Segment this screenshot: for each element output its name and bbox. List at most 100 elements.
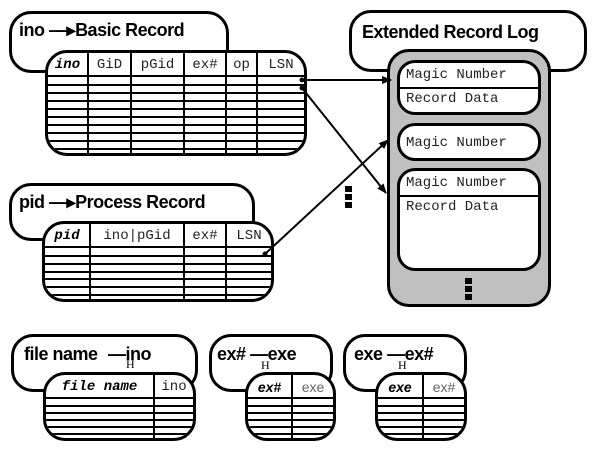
column-header: ino — [161, 379, 187, 395]
table-header: pid ino|pGid ex# LSN — [45, 224, 271, 248]
column-header: ex# — [248, 375, 293, 399]
column-divider — [291, 399, 293, 438]
basic-record-title: ino —▸Basic Record — [19, 20, 185, 41]
table-header: ino GiD pGid ex# op LSN — [48, 53, 304, 77]
map-arrow-icon: —▸ — [49, 20, 76, 40]
exnum-map-key: ex# — [217, 344, 246, 364]
process-record-key: pid — [19, 192, 45, 212]
row-divider — [46, 405, 193, 408]
row-divider — [378, 433, 464, 436]
basic-record-key: ino — [19, 20, 45, 40]
table-rows — [45, 246, 271, 299]
table-rows — [48, 75, 304, 153]
column-header: ino|pGid — [91, 224, 185, 248]
magic-number: Magic Number — [406, 135, 507, 151]
column-divider — [225, 248, 227, 299]
row-divider — [248, 397, 333, 399]
row-divider — [378, 412, 464, 415]
row-divider — [48, 148, 304, 150]
table-rows — [248, 397, 333, 438]
hash-label: H — [261, 358, 270, 372]
row-divider — [378, 397, 464, 399]
row-divider — [45, 254, 271, 257]
ellipsis-icon — [465, 278, 472, 302]
column-divider — [153, 399, 155, 438]
column-header: ex# — [185, 224, 227, 248]
column-header: file name — [46, 375, 155, 399]
column-header: LSN — [236, 228, 262, 244]
column-header: GiD — [89, 53, 132, 77]
row-divider — [48, 108, 304, 110]
row-divider — [48, 132, 304, 134]
pointer-origin-dot — [299, 77, 305, 83]
column-header: exe — [378, 375, 424, 399]
lsn-pointer-arrow — [301, 87, 387, 194]
map-arrow-icon: —▸ — [49, 192, 76, 212]
divider — [400, 87, 538, 89]
filename-map-table: file name ino — [43, 372, 196, 441]
lsn-pointer-arrow — [264, 139, 389, 255]
magic-number: Magic Number — [406, 67, 507, 83]
column-header: LSN — [268, 57, 294, 73]
row-divider — [45, 262, 271, 265]
hash-label: H — [126, 357, 135, 371]
column-header: op — [227, 53, 258, 77]
row-divider — [45, 294, 271, 297]
column-divider — [183, 77, 185, 153]
column-divider — [87, 77, 89, 153]
column-divider — [130, 77, 132, 153]
ellipsis-icon — [345, 186, 352, 210]
row-divider — [48, 92, 304, 94]
pointer-origin-dot — [262, 251, 268, 257]
basic-record-table: ino GiD pGid ex# op LSN — [45, 50, 307, 156]
exe-map-table: exe ex# — [375, 372, 467, 441]
row-divider — [248, 412, 333, 415]
row-divider — [248, 426, 333, 429]
table-header: exe ex# — [378, 375, 464, 399]
column-divider — [422, 399, 424, 438]
row-divider — [48, 116, 304, 118]
table-header: file name ino — [46, 375, 193, 399]
basic-record-name: Basic Record — [75, 20, 185, 40]
divider — [400, 195, 538, 197]
row-divider — [378, 426, 464, 429]
exe-map-value: ex# — [404, 344, 434, 364]
row-divider — [45, 278, 271, 281]
table-rows — [46, 397, 193, 438]
column-header: pGid — [132, 53, 185, 77]
row-divider — [45, 286, 271, 289]
filename-map-value: ino — [125, 344, 152, 364]
exe-map-title: exe —ex# — [354, 344, 434, 365]
row-divider — [378, 405, 464, 408]
column-header: pid — [45, 224, 91, 248]
log-entry: Magic Number Record Data — [397, 168, 541, 271]
log-entry: Magic Number Record Data — [397, 60, 541, 115]
column-header: ex# — [185, 53, 227, 77]
pointer-origin-dot — [299, 85, 305, 91]
log-entry: Magic Number — [397, 123, 541, 161]
record-data: Record Data — [406, 199, 499, 215]
record-data: Record Data — [406, 91, 499, 107]
row-divider — [46, 412, 193, 415]
row-divider — [248, 419, 333, 422]
column-divider — [256, 77, 258, 153]
row-divider — [45, 246, 271, 248]
exnum-map-table: ex# exe — [245, 372, 336, 441]
row-divider — [248, 433, 333, 436]
exe-map-key: exe — [354, 344, 383, 364]
row-divider — [46, 419, 193, 422]
row-divider — [48, 75, 304, 77]
column-divider — [89, 248, 91, 299]
column-divider — [225, 77, 227, 153]
process-record-name: Process Record — [75, 192, 206, 212]
table-rows — [378, 397, 464, 438]
hash-arrow-icon: — — [108, 344, 126, 364]
magic-number: Magic Number — [406, 175, 507, 191]
filename-map-title: file name —ino — [24, 344, 152, 365]
row-divider — [48, 84, 304, 86]
exnum-map-value: exe — [267, 344, 297, 364]
table-header: ex# exe — [248, 375, 333, 399]
row-divider — [48, 124, 304, 126]
process-record-title: pid —▸Process Record — [19, 192, 206, 213]
